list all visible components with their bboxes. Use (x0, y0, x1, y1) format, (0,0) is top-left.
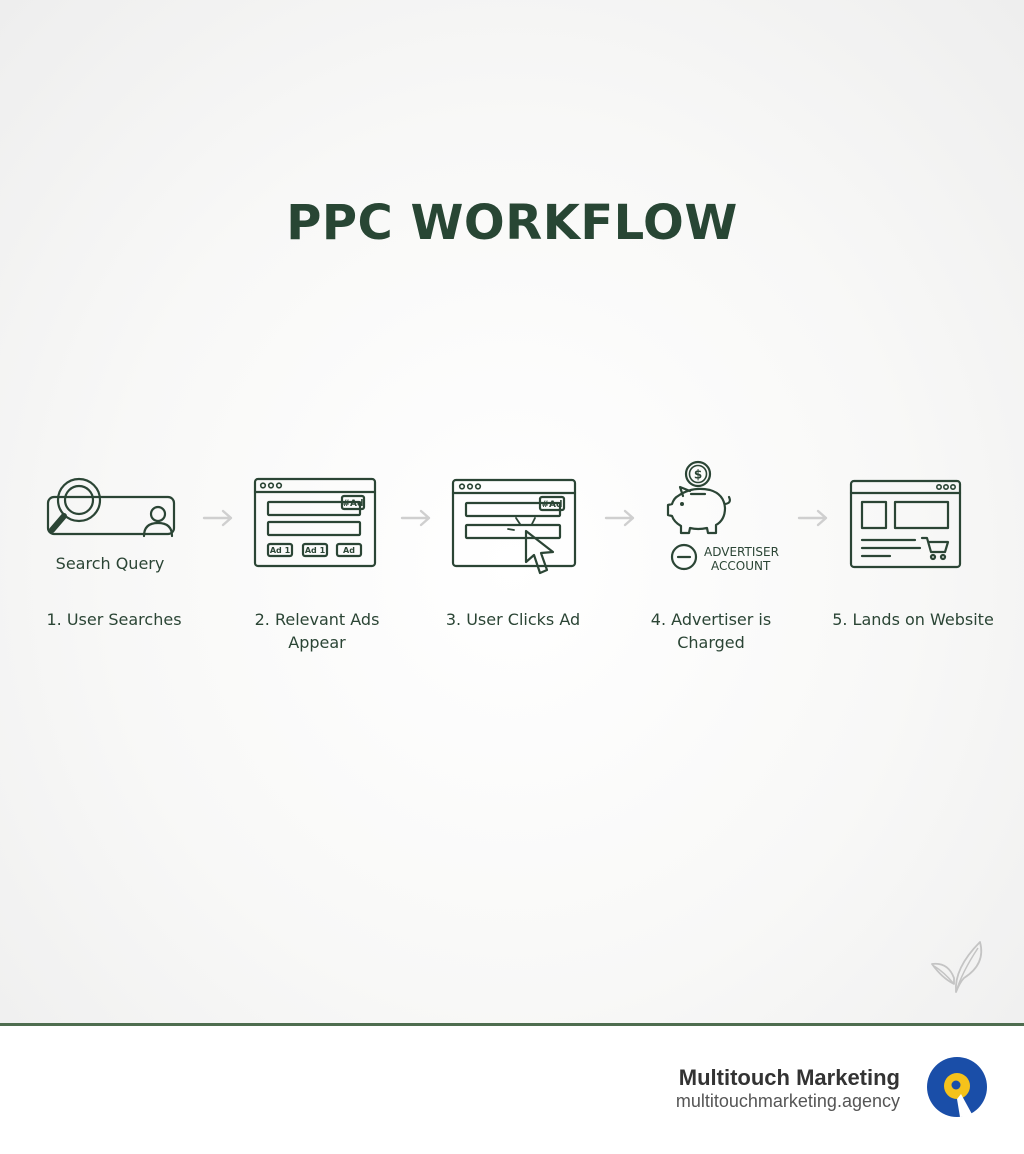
footer-divider (0, 1023, 1024, 1026)
brand-name: Multitouch Marketing (678, 1065, 900, 1090)
minus-circle-icon (670, 543, 698, 571)
ad-chip-3-label: Ad (343, 546, 355, 555)
arrow-right-icon (202, 508, 234, 528)
arrow-right-icon (797, 508, 829, 528)
diagram-canvas (0, 0, 1024, 1025)
ad-chip-1-label: Ad 1 (270, 546, 291, 555)
browser-cursor-click-icon: #Ad (451, 478, 578, 578)
brand-url: multitouchmarketing.agency (675, 1091, 900, 1111)
step-label-5: 5. Lands on Website (832, 610, 994, 629)
ad-chip-2-label: Ad 1 (305, 546, 326, 555)
magnifier-search-bar-user-icon (44, 477, 176, 542)
step-label-2: 2. Relevant Ads Appear (254, 610, 380, 652)
advertiser-account-line2: ACCOUNT (711, 559, 771, 573)
ad-tag-label: #Ad (343, 499, 364, 509)
step-label-4: 4. Advertiser is Charged (650, 610, 772, 652)
browser-ads-icon: #Ad Ad 1 Ad 1 Ad (253, 477, 377, 568)
ad-tag-label: #Ad (542, 500, 563, 510)
step-label-1: 1. User Searches (46, 610, 182, 629)
multitouch-logo-icon (926, 1056, 988, 1123)
arrow-right-icon (604, 508, 636, 528)
dollar-sign-label: $ (694, 468, 702, 482)
search-query-label: Search Query (55, 554, 165, 573)
step-label-3: 3. User Clicks Ad (445, 610, 581, 629)
advertiser-account-label: ADVERTISER ACCOUNT (704, 545, 779, 573)
footer (0, 1026, 1024, 1154)
leaf-icon (926, 938, 988, 1001)
arrow-right-icon (400, 508, 432, 528)
advertiser-account-line1: ADVERTISER (704, 545, 779, 559)
piggy-bank-coin-icon: $ (664, 460, 736, 538)
website-cart-icon (849, 479, 962, 570)
diagram-title: PPC WORKFLOW (286, 195, 738, 251)
